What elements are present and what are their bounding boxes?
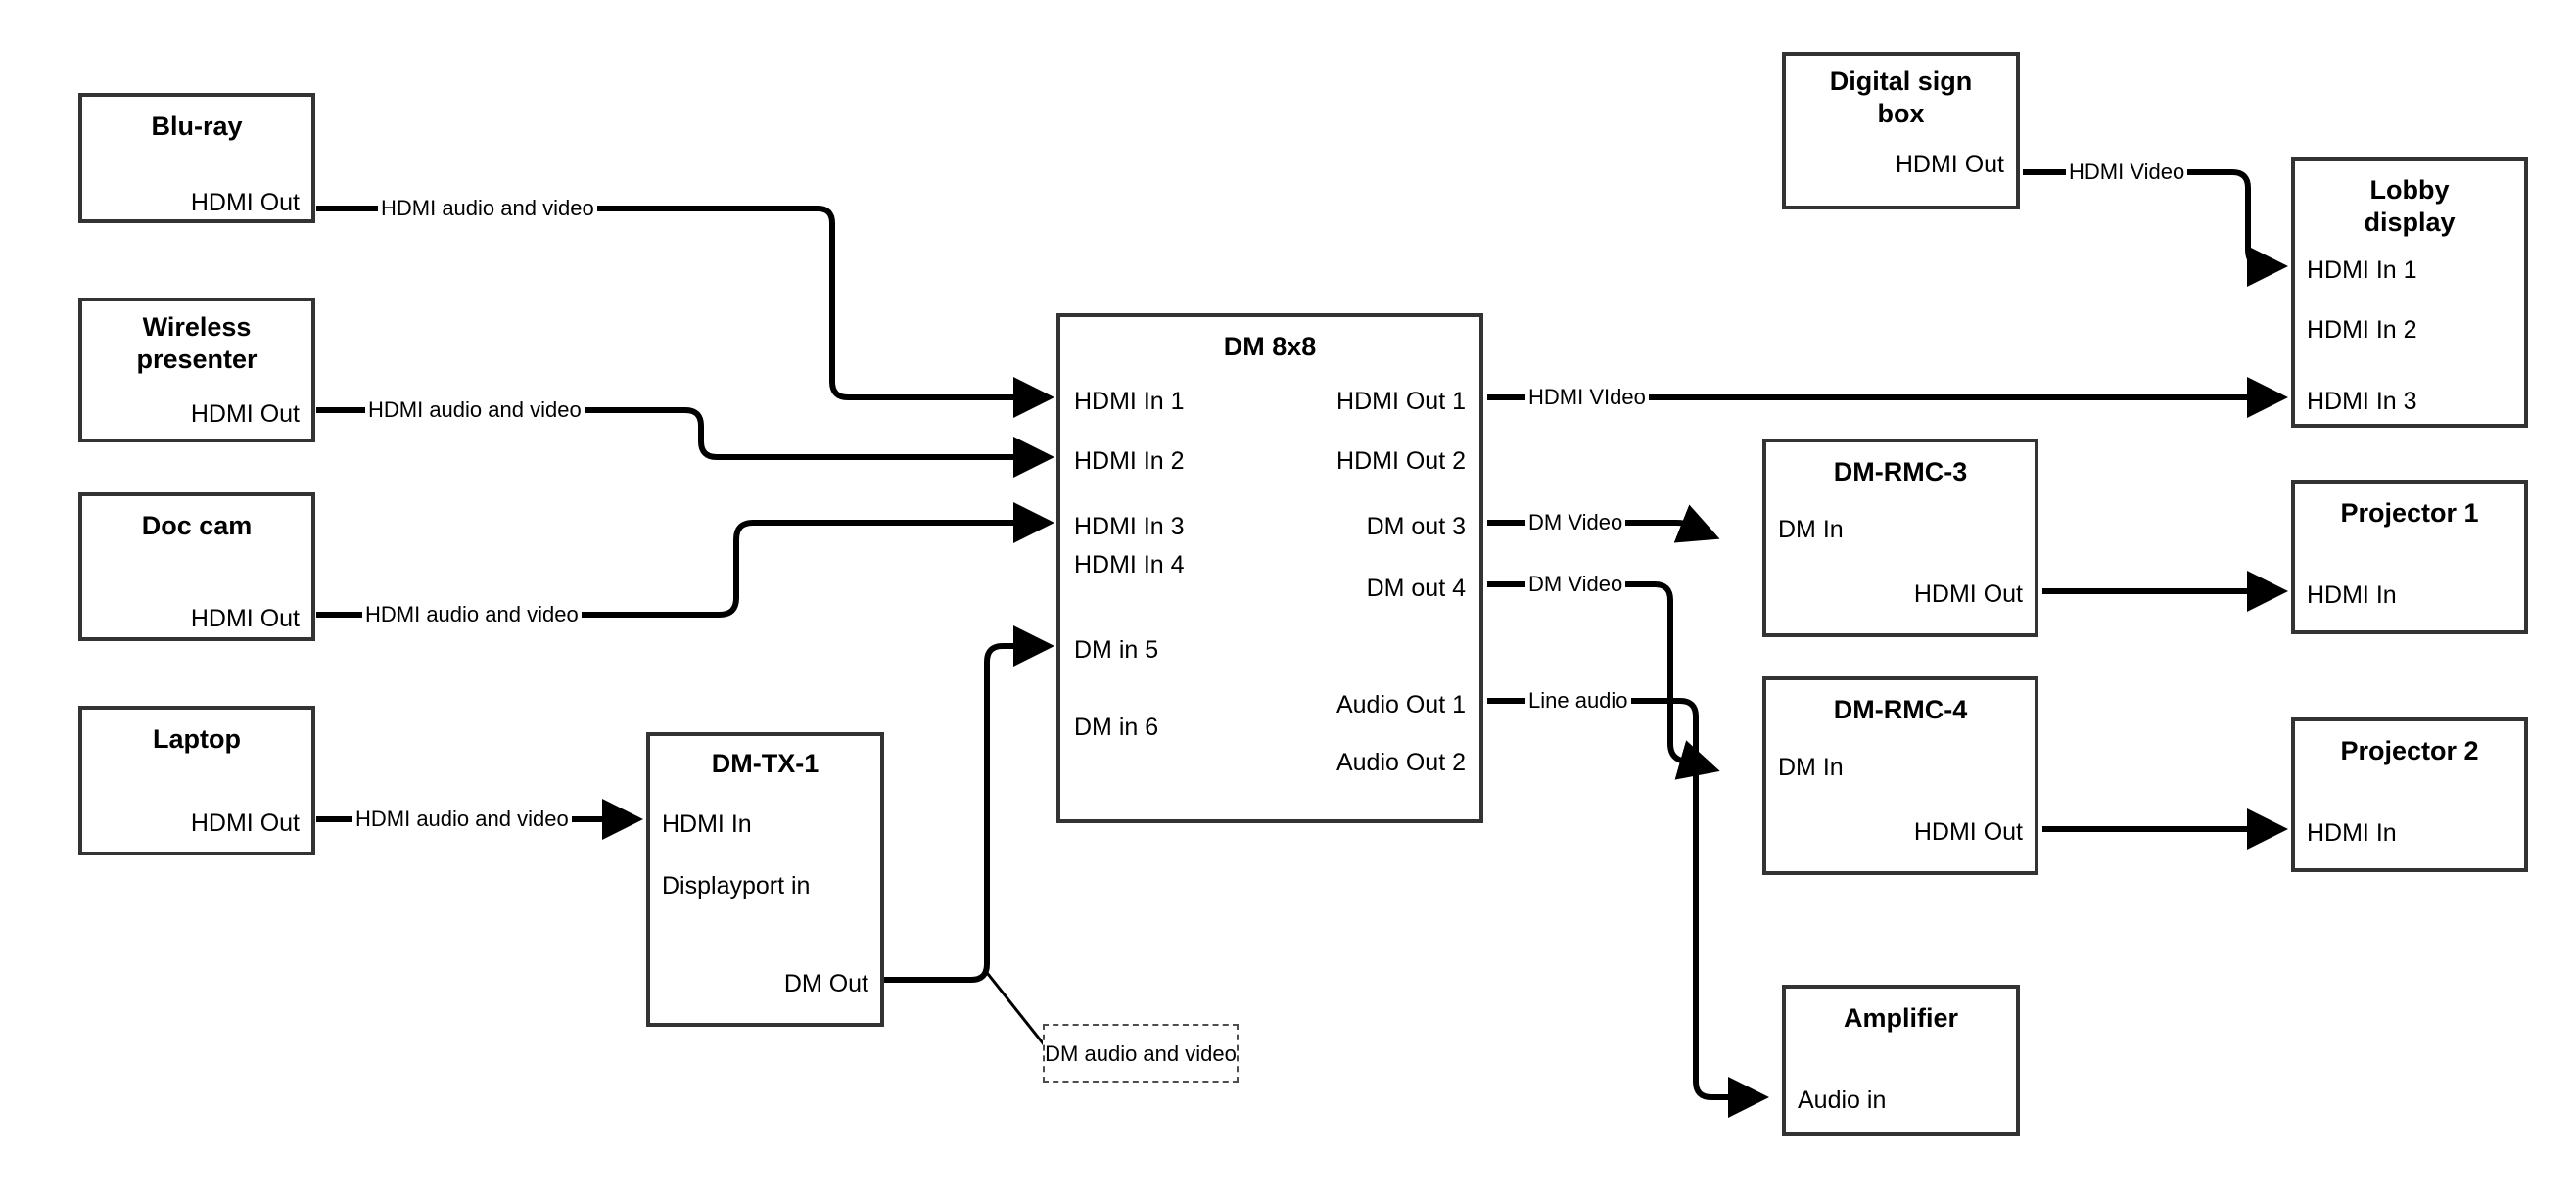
edge-label-dm-dmout3-to-rmc3: DM Video bbox=[1525, 510, 1626, 535]
wire-dm-dmout4-to-rmc4 bbox=[1487, 581, 1720, 780]
wire-digitalsign-to-lobby-in1 bbox=[2023, 169, 2288, 287]
node-dm-rmc-3-port-dm-in: DM In bbox=[1778, 516, 1844, 543]
node-dm-rmc-4-title: DM-RMC-4 bbox=[1833, 695, 1968, 724]
node-dm-8x8-input-dm-in-5: DM in 5 bbox=[1074, 636, 1159, 664]
wire-dm-audioout1-to-amplifier bbox=[1487, 698, 1769, 1118]
node-dm-tx-1-port-displayport-in: Displayport in bbox=[662, 872, 811, 900]
node-dm-tx-1[interactable]: DM-TX-1 HDMI In Displayport in DM Out bbox=[646, 732, 884, 1027]
node-lobby-display-port-hdmi-in-2: HDMI In 2 bbox=[2307, 316, 2417, 344]
node-amplifier[interactable]: Amplifier Audio in bbox=[1782, 985, 2020, 1136]
wire-wireless-to-dm-in2 bbox=[316, 407, 1054, 478]
node-wireless-presenter-title-line2: presenter bbox=[136, 345, 258, 374]
node-dm-tx-1-port-dm-out: DM Out bbox=[783, 970, 868, 997]
node-dm-rmc-4-port-dm-in: DM In bbox=[1778, 754, 1844, 781]
node-dm-rmc-4[interactable]: DM-RMC-4 DM In HDMI Out bbox=[1762, 676, 2038, 875]
node-dm-8x8-output-hdmi-out-1: HDMI Out 1 bbox=[1336, 388, 1466, 415]
node-dm-tx-1-port-hdmi-in: HDMI In bbox=[662, 810, 752, 838]
node-projector-2-port-hdmi-in: HDMI In bbox=[2307, 819, 2397, 847]
node-projector-2-title: Projector 2 bbox=[2340, 736, 2479, 765]
node-dm-rmc-4-port-hdmi-out: HDMI Out bbox=[1913, 818, 2023, 846]
node-lobby-display-title-line1: Lobby bbox=[2369, 175, 2450, 205]
node-wireless-presenter-port-hdmi-out: HDMI Out bbox=[190, 400, 300, 428]
node-dm-8x8-output-dm-out-3: DM out 3 bbox=[1366, 513, 1466, 540]
node-bluray[interactable]: Blu-ray HDMI Out bbox=[78, 93, 315, 223]
node-dm-8x8[interactable]: DM 8x8 HDMI In 1 HDMI In 2 HDMI In 3 HDM… bbox=[1056, 313, 1483, 823]
node-wireless-presenter-title-line1: Wireless bbox=[142, 312, 252, 342]
node-dm-8x8-title: DM 8x8 bbox=[1223, 332, 1317, 361]
node-dm-8x8-input-hdmi-in-3: HDMI In 3 bbox=[1074, 513, 1185, 540]
node-projector-2[interactable]: Projector 2 HDMI In bbox=[2291, 717, 2528, 872]
node-dm-rmc-3-port-hdmi-out: HDMI Out bbox=[1913, 580, 2023, 608]
node-dm-rmc-3[interactable]: DM-RMC-3 DM In HDMI Out bbox=[1762, 439, 2038, 637]
node-amplifier-title: Amplifier bbox=[1843, 1003, 1959, 1033]
node-laptop-title: Laptop bbox=[153, 724, 241, 754]
node-dm-8x8-output-audio-out-2: Audio Out 2 bbox=[1335, 749, 1466, 776]
node-projector-1[interactable]: Projector 1 HDMI In bbox=[2291, 480, 2528, 634]
node-doc-cam[interactable]: Doc cam HDMI Out bbox=[78, 492, 315, 641]
wire-dmtx1-to-dm-in5 bbox=[884, 625, 1054, 983]
node-laptop-port-hdmi-out: HDMI Out bbox=[190, 809, 300, 837]
node-projector-1-port-hdmi-in: HDMI In bbox=[2307, 581, 2397, 609]
node-projector-1-title: Projector 1 bbox=[2340, 498, 2479, 528]
node-dm-8x8-output-hdmi-out-2: HDMI Out 2 bbox=[1336, 447, 1466, 475]
wire-bluray-to-dm-in1 bbox=[316, 206, 1054, 418]
wire-dm-dmout3-to-rmc3 bbox=[1487, 504, 1720, 543]
node-lobby-display-port-hdmi-in-3: HDMI In 3 bbox=[2307, 388, 2417, 415]
node-lobby-display[interactable]: Lobby display HDMI In 1 HDMI In 2 HDMI I… bbox=[2291, 157, 2528, 428]
node-doc-cam-port-hdmi-out: HDMI Out bbox=[190, 605, 300, 632]
node-dm-8x8-input-hdmi-in-4: HDMI In 4 bbox=[1074, 551, 1185, 578]
edge-label-digitalsign-to-lobby-in1: HDMI Video bbox=[2066, 160, 2188, 185]
node-doc-cam-title: Doc cam bbox=[141, 511, 253, 540]
node-dm-8x8-output-audio-out-1: Audio Out 1 bbox=[1335, 691, 1466, 718]
edge-label-dm-hdmiout1-to-lobby-in3: HDMI VIdeo bbox=[1525, 385, 1649, 410]
node-digital-sign-box-title-line1: Digital sign bbox=[1829, 67, 1973, 96]
edge-label-dm-dmout4-to-rmc4: DM Video bbox=[1525, 572, 1626, 597]
node-laptop[interactable]: Laptop HDMI Out bbox=[78, 706, 315, 855]
leader-line-dm-audio-video-note bbox=[982, 968, 1050, 1050]
node-dm-8x8-output-dm-out-4: DM out 4 bbox=[1366, 575, 1466, 602]
wire-doccam-to-dm-in3 bbox=[316, 502, 1054, 618]
node-dm-8x8-input-dm-in-6: DM in 6 bbox=[1074, 714, 1159, 741]
node-lobby-display-title-line2: display bbox=[2364, 208, 2456, 237]
node-dm-8x8-input-hdmi-in-2: HDMI In 2 bbox=[1074, 447, 1185, 475]
note-dm-audio-and-video: DM audio and video bbox=[1043, 1024, 1239, 1083]
edge-label-wireless-to-dm-in2: HDMI audio and video bbox=[365, 397, 585, 423]
node-lobby-display-port-hdmi-in-1: HDMI In 1 bbox=[2307, 256, 2417, 284]
node-digital-sign-box[interactable]: Digital sign box HDMI Out bbox=[1782, 52, 2020, 209]
node-amplifier-port-audio-in: Audio in bbox=[1798, 1086, 1887, 1114]
edge-label-laptop-to-dmtx1: HDMI audio and video bbox=[352, 807, 572, 832]
node-dm-tx-1-title: DM-TX-1 bbox=[711, 749, 820, 778]
node-bluray-title: Blu-ray bbox=[151, 112, 243, 141]
node-dm-rmc-3-title: DM-RMC-3 bbox=[1833, 457, 1968, 486]
node-bluray-port-hdmi-out: HDMI Out bbox=[190, 189, 300, 216]
node-dm-8x8-input-hdmi-in-1: HDMI In 1 bbox=[1074, 388, 1185, 415]
node-digital-sign-box-port-hdmi-out: HDMI Out bbox=[1895, 151, 2004, 178]
edge-label-bluray-to-dm-in1: HDMI audio and video bbox=[378, 196, 597, 221]
node-wireless-presenter[interactable]: Wireless presenter HDMI Out bbox=[78, 298, 315, 442]
edge-label-dm-audioout1-to-amplifier: Line audio bbox=[1525, 688, 1631, 714]
node-digital-sign-box-title-line2: box bbox=[1877, 99, 1925, 128]
edge-label-doccam-to-dm-in3: HDMI audio and video bbox=[362, 602, 582, 627]
